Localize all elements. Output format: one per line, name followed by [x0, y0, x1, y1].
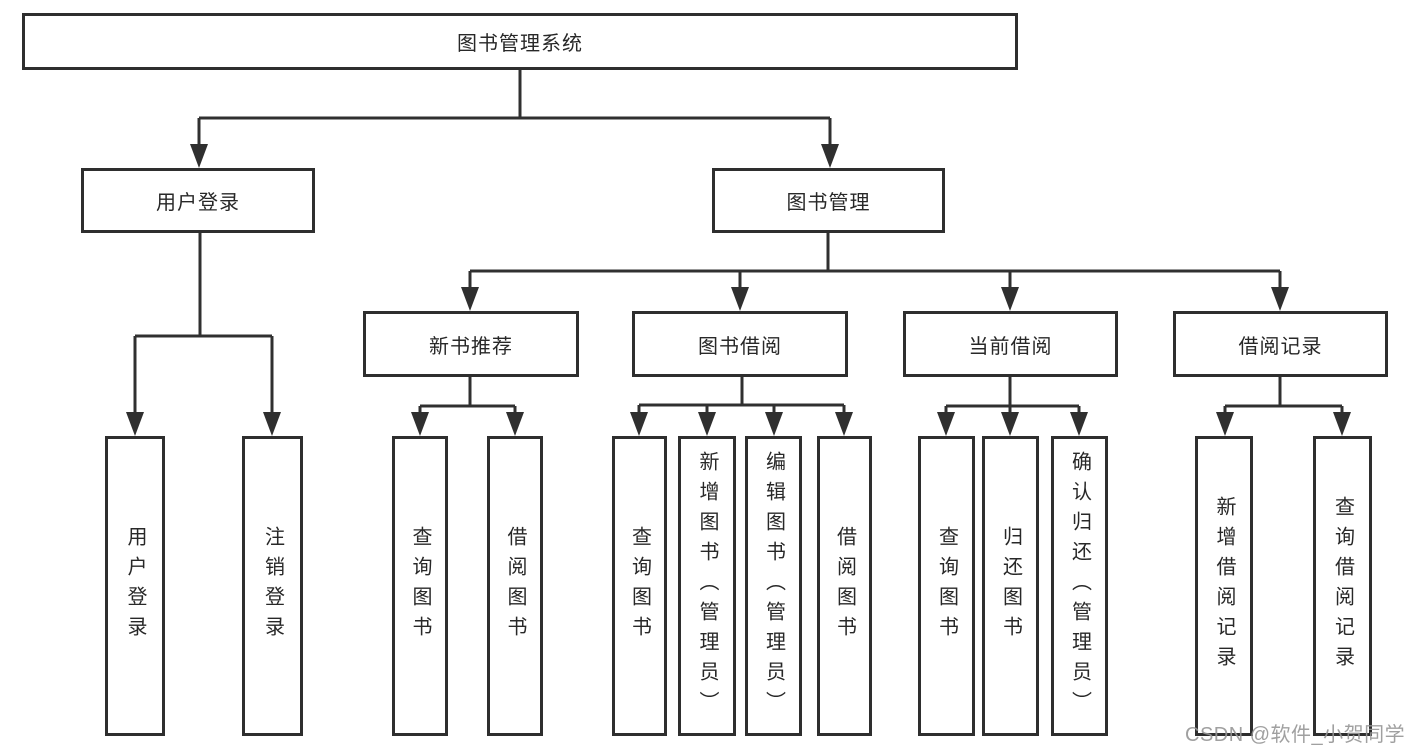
node-leaf-user-login: 用户登录	[105, 436, 165, 736]
node-leaf-edit-books-admin: 编辑图书（管理员）	[745, 436, 802, 736]
node-book-management: 图书管理	[712, 168, 945, 233]
node-leaf-query-borrow-record: 查询借阅记录	[1313, 436, 1372, 736]
node-book-borrowing: 图书借阅	[632, 311, 848, 377]
csdn-watermark: CSDN @软件_小贺同学	[1185, 724, 1405, 746]
node-current-borrowing: 当前借阅	[903, 311, 1118, 377]
node-leaf-borrow-books-1: 借阅图书	[487, 436, 543, 736]
node-leaf-query-books-3: 查询图书	[918, 436, 975, 736]
node-leaf-borrow-books-2: 借阅图书	[817, 436, 872, 736]
node-leaf-return-books: 归还图书	[982, 436, 1039, 736]
node-leaf-add-borrow-record: 新增借阅记录	[1195, 436, 1253, 736]
node-leaf-query-books-2: 查询图书	[612, 436, 667, 736]
node-leaf-logout: 注销登录	[242, 436, 303, 736]
node-new-book-recommend: 新书推荐	[363, 311, 579, 377]
node-leaf-add-books-admin: 新增图书（管理员）	[678, 436, 736, 736]
node-leaf-query-books-1: 查询图书	[392, 436, 448, 736]
node-leaf-confirm-return-admin: 确认归还（管理员）	[1051, 436, 1108, 736]
node-root-library-system: 图书管理系统	[22, 13, 1018, 70]
node-user-login: 用户登录	[81, 168, 315, 233]
node-borrowing-records: 借阅记录	[1173, 311, 1388, 377]
